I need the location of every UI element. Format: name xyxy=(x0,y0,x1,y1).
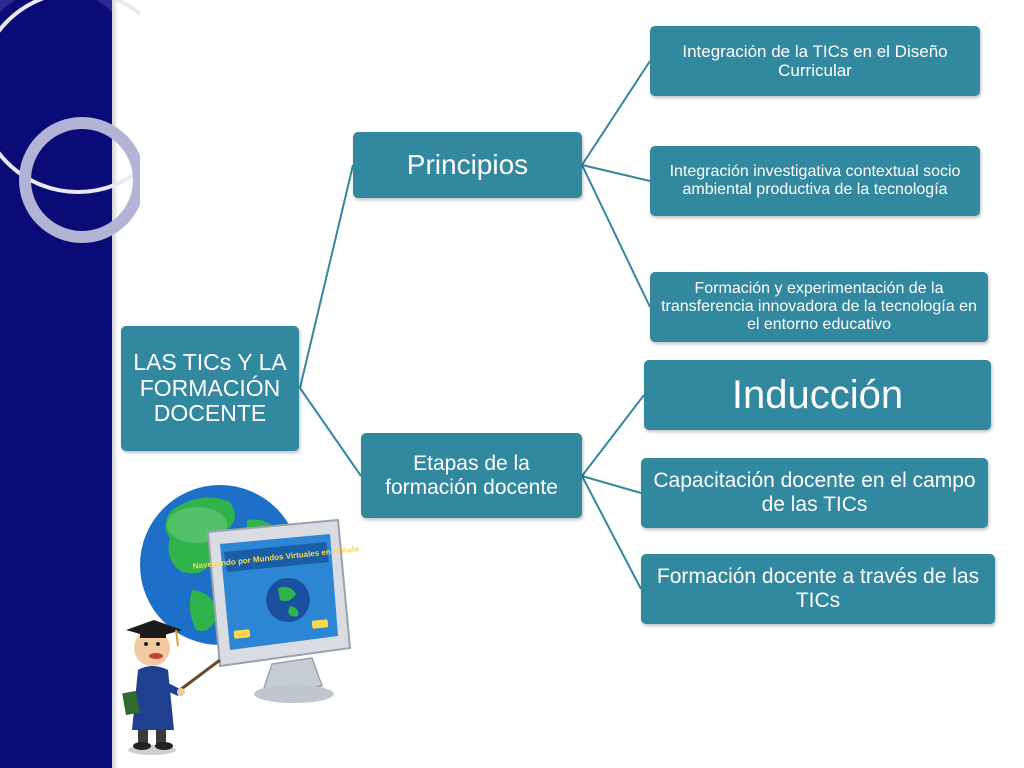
leaf-node-induccion: Inducción xyxy=(644,360,991,430)
connector-principios-child-1 xyxy=(581,60,651,166)
connector-etapas-child-3 xyxy=(581,475,642,590)
leaf-node-label: Inducción xyxy=(731,372,904,417)
connector-principios-child-2 xyxy=(581,164,651,182)
connector-root-etapas xyxy=(299,387,362,477)
leaf-node-label: Capacitación docente en el campo de las … xyxy=(653,469,976,516)
ring-arc-shade xyxy=(0,0,112,12)
root-node: LAS TICs Y LA FORMACIÓN DOCENTE xyxy=(121,326,299,451)
sidebar-shadow xyxy=(112,0,118,768)
leaf-node-label: Formación y experimentación de la transf… xyxy=(661,280,977,333)
decorative-rings xyxy=(0,0,140,243)
connector-principios-child-3 xyxy=(581,164,651,308)
leaf-node-formacion-experimentacion: Formación y experimentación de la transf… xyxy=(650,272,988,342)
branch-node-label: Principios xyxy=(406,149,529,181)
leaf-node-label: Integración investigativa contextual soc… xyxy=(669,163,961,198)
leaf-node-diseno-curricular: Integración de la TICs en el Diseño Curr… xyxy=(650,26,980,96)
leaf-node-integracion-investigativa: Integración investigativa contextual soc… xyxy=(650,146,980,216)
root-node-label: LAS TICs Y LA FORMACIÓN DOCENTE xyxy=(133,348,287,427)
leaf-node-label: Integración de la TICs en el Diseño Curr… xyxy=(682,41,948,80)
ring-outer xyxy=(0,0,140,194)
ring-inner xyxy=(19,117,140,243)
branch-node-label: Etapas de la formación docente xyxy=(385,451,558,499)
connector-etapas-child-2 xyxy=(581,475,642,494)
teacher-computer-illustration: Navegando por Mundos Virtuales en el Aul… xyxy=(122,485,360,755)
connector-etapas-child-1 xyxy=(581,394,645,477)
branch-node-etapas: Etapas de la formación docente xyxy=(361,433,582,518)
graduate-teacher-icon xyxy=(122,620,221,755)
leaf-node-formacion-docente-tics: Formación docente a través de las TICs xyxy=(641,554,995,624)
leaf-node-capacitacion-docente: Capacitación docente en el campo de las … xyxy=(641,458,988,528)
monitor-icon: Navegando por Mundos Virtuales en el Aul… xyxy=(192,518,360,703)
leaf-node-label: Formación docente a través de las TICs xyxy=(656,565,980,612)
branch-node-principios: Principios xyxy=(353,132,582,198)
connector-root-principios xyxy=(299,164,354,389)
